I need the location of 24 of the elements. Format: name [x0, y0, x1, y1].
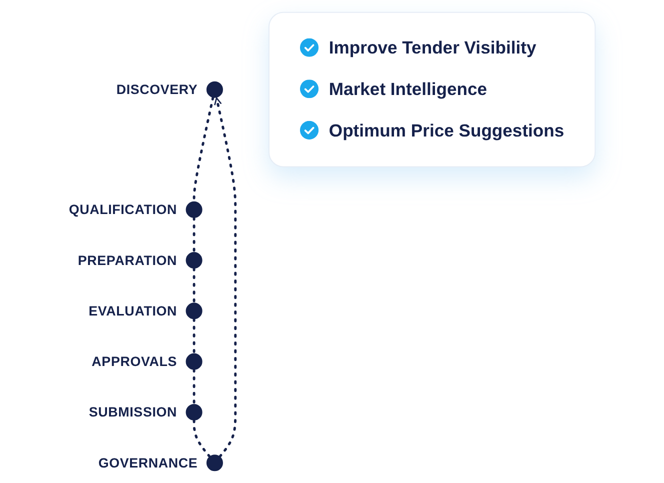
- stage-dot: [186, 353, 202, 370]
- stage-dot: [186, 302, 202, 320]
- feature-text: Improve Tender Visibility: [328, 38, 536, 58]
- feature-card: [268, 12, 596, 168]
- stage-dot: [186, 404, 202, 420]
- stage-label: DISCOVERY: [116, 82, 198, 98]
- stage-dot: [206, 81, 223, 98]
- dotted-connector-line: [192, 419, 211, 458]
- dotted-connector-line: [192, 368, 196, 406]
- dotted-arrow: [214, 97, 237, 458]
- stage-label: EVALUATION: [88, 303, 177, 318]
- dotted-connector-line: [192, 318, 196, 355]
- dotted-connector-line: [192, 216, 196, 254]
- stage-label: QUALIFICATION: [68, 202, 177, 218]
- feature-text: Market Intelligence: [328, 79, 488, 99]
- stage-label: APPROVALS: [92, 354, 177, 370]
- feature-text: Optimum Price Suggestions: [328, 120, 564, 140]
- stage-label: PREPARATION: [78, 252, 177, 268]
- stage-dot: [206, 454, 223, 472]
- stage-label: GOVERNANCE: [98, 455, 198, 470]
- stage-label: SUBMISSION: [88, 404, 177, 420]
- dotted-connector-line: [192, 267, 196, 304]
- stage-dot: [186, 201, 202, 218]
- stage-dot: [186, 252, 202, 269]
